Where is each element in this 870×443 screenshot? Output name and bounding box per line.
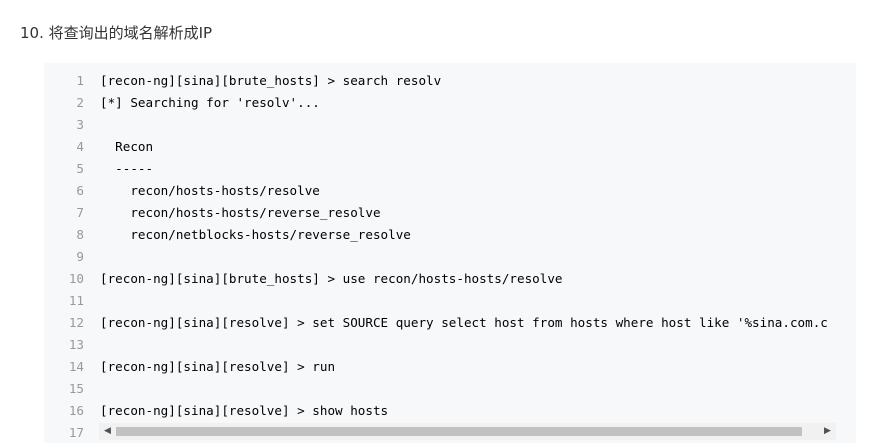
line-text: ----- — [100, 161, 154, 176]
horizontal-scrollbar[interactable]: ◀ ▶ — [99, 423, 836, 440]
code-line: 10 [recon-ng][sina][brute_hosts] > use r… — [44, 268, 856, 290]
line-number: 6 — [76, 183, 84, 198]
code-line: 4 Recon — [44, 136, 856, 158]
line-text: [recon-ng][sina][brute_hosts] > search r… — [100, 73, 442, 88]
section-heading: 10. 将查询出的域名解析成IP — [20, 24, 213, 42]
code-line: 1 [recon-ng][sina][brute_hosts] > search… — [44, 70, 856, 92]
code-line: 17 — [44, 422, 856, 443]
code-line: 7 recon/hosts-hosts/reverse_resolve — [44, 202, 856, 224]
line-number: 1 — [76, 73, 84, 88]
line-text — [84, 114, 856, 136]
code-line: 9 — [44, 246, 856, 268]
line-text — [84, 334, 856, 356]
line-number: 10 — [68, 271, 84, 286]
scrollbar-thumb[interactable] — [116, 427, 802, 436]
line-text — [84, 290, 856, 312]
code-line: 13 — [44, 334, 856, 356]
line-text: recon/hosts-hosts/resolve — [100, 183, 320, 198]
code-line: 5 ----- — [44, 158, 856, 180]
code-block: 1 [recon-ng][sina][brute_hosts] > search… — [44, 63, 856, 443]
line-number: 4 — [76, 139, 84, 154]
line-number: 7 — [76, 205, 84, 220]
scroll-left-icon[interactable]: ◀ — [104, 426, 111, 436]
code-line: 14 [recon-ng][sina][resolve] > run — [44, 356, 856, 378]
line-text: [recon-ng][sina][brute_hosts] > use reco… — [100, 271, 563, 286]
line-text: recon/netblocks-hosts/reverse_resolve — [100, 227, 411, 242]
line-text — [84, 378, 856, 400]
line-text: [recon-ng][sina][resolve] > set SOURCE q… — [100, 315, 828, 330]
line-number: 12 — [68, 315, 84, 330]
code-line: 6 recon/hosts-hosts/resolve — [44, 180, 856, 202]
code-line: 15 — [44, 378, 856, 400]
line-number: 14 — [68, 359, 84, 374]
line-number: 3 — [76, 117, 84, 132]
line-text: Recon — [100, 139, 154, 154]
line-number: 16 — [68, 403, 84, 418]
line-text — [84, 246, 856, 268]
code-line: 3 — [44, 114, 856, 136]
line-number: 8 — [76, 227, 84, 242]
line-text: [*] Searching for 'resolv'... — [100, 95, 320, 110]
scroll-right-icon[interactable]: ▶ — [824, 426, 831, 436]
line-text: [recon-ng][sina][resolve] > run — [100, 359, 336, 374]
code-line: 16 [recon-ng][sina][resolve] > show host… — [44, 400, 856, 422]
code-lines: 1 [recon-ng][sina][brute_hosts] > search… — [44, 70, 856, 443]
line-number: 17 — [68, 425, 84, 440]
line-text: [recon-ng][sina][resolve] > show hosts — [100, 403, 389, 418]
code-line: 2 [*] Searching for 'resolv'... — [44, 92, 856, 114]
line-number: 5 — [76, 161, 84, 176]
code-line: 11 — [44, 290, 856, 312]
code-line: 8 recon/netblocks-hosts/reverse_resolve — [44, 224, 856, 246]
line-number: 2 — [76, 95, 84, 110]
line-text: recon/hosts-hosts/reverse_resolve — [100, 205, 381, 220]
code-line: 12 [recon-ng][sina][resolve] > set SOURC… — [44, 312, 856, 334]
line-number: 9 — [76, 249, 84, 264]
line-number: 11 — [68, 293, 84, 308]
line-number: 13 — [68, 337, 84, 352]
line-number: 15 — [68, 381, 84, 396]
